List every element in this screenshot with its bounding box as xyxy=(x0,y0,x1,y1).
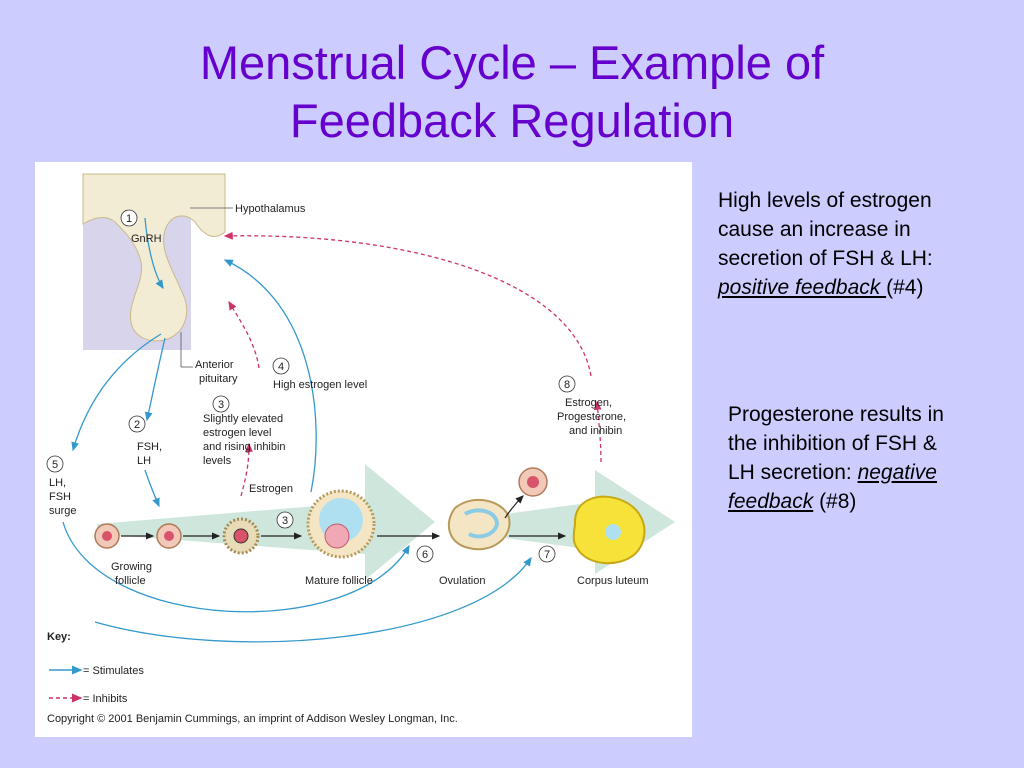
step-marker-8: 8 xyxy=(558,375,576,393)
step-marker-4: 4 xyxy=(272,357,290,375)
key-inhibits-label: = Inhibits xyxy=(83,693,128,705)
label-slightly-3: and rising inhibin xyxy=(203,441,286,453)
positive-line-3: secretion of FSH & LH: xyxy=(718,247,933,270)
label-lh-surge-1: LH, xyxy=(49,477,66,489)
svg-text:3: 3 xyxy=(282,515,288,527)
label-ovulation: Ovulation xyxy=(439,575,485,587)
slide-title: Menstrual Cycle – Example of Feedback Re… xyxy=(0,34,1024,150)
svg-text:2: 2 xyxy=(134,419,140,431)
label-slightly-2: estrogen level xyxy=(203,427,272,439)
svg-text:8: 8 xyxy=(564,379,570,391)
positive-line-2: cause an increase in xyxy=(718,218,911,241)
negative-line-2: the inhibition of FSH & xyxy=(728,432,937,455)
svg-text:4: 4 xyxy=(278,361,284,373)
step-marker-2: 2 xyxy=(128,415,146,433)
step-marker-7: 7 xyxy=(538,545,556,563)
label-slightly-1: Slightly elevated xyxy=(203,413,283,425)
key-stimulates-label: = Stimulates xyxy=(83,665,144,677)
key-title: Key: xyxy=(47,631,71,643)
positive-line-1: High levels of estrogen xyxy=(718,189,932,212)
label-corpus: Corpus luteum xyxy=(577,575,649,587)
diagram-svg: 1 2 3 4 5 6 7 8 xyxy=(46,173,675,725)
corpus-luteum xyxy=(572,495,646,565)
step-marker-6: 6 xyxy=(416,545,434,563)
svg-text:5: 5 xyxy=(52,459,58,471)
label-epi-3: and inhibin xyxy=(569,425,622,437)
label-growing-1: Growing xyxy=(111,561,152,573)
label-anterior-1: Anterior xyxy=(195,359,234,371)
ovulation-follicle xyxy=(447,498,511,551)
menstrual-cycle-figure: 1 2 3 4 5 6 7 8 xyxy=(35,162,692,737)
svg-text:3: 3 xyxy=(218,399,224,411)
label-mature: Mature follicle xyxy=(305,575,373,587)
svg-text:1: 1 xyxy=(126,213,132,225)
positive-feedback-note: High levels of estrogen cause an increas… xyxy=(718,186,1008,302)
label-gnrh: GnRH xyxy=(131,233,162,245)
label-lh-surge-2: FSH xyxy=(49,491,71,503)
negative-term-1: negative xyxy=(857,461,937,484)
growing-follicle-2 xyxy=(156,523,182,549)
label-growing-2: follicle xyxy=(115,575,146,587)
label-anterior-2: pituitary xyxy=(199,373,238,385)
step-marker-3b: 3 xyxy=(276,511,294,529)
step-marker-5: 5 xyxy=(46,455,64,473)
negative-line-4: feedback (#8) xyxy=(728,487,1018,516)
label-high-estrogen: High estrogen level xyxy=(273,379,367,391)
negative-line-3-text: LH secretion: xyxy=(728,461,858,484)
positive-line-4: positive feedback (#4) xyxy=(718,273,1008,302)
step-marker-1: 1 xyxy=(120,209,138,227)
label-hypothalamus: Hypothalamus xyxy=(235,203,306,215)
copyright: Copyright © 2001 Benjamin Cummings, an i… xyxy=(47,713,458,725)
mature-follicle xyxy=(306,489,376,559)
svg-text:6: 6 xyxy=(422,549,428,561)
title-line-1: Menstrual Cycle – Example of xyxy=(199,36,825,89)
positive-ref: (#4) xyxy=(886,276,924,299)
title-line-2: Feedback Regulation xyxy=(289,94,735,147)
growing-follicle-3 xyxy=(222,517,260,555)
growing-follicle-1 xyxy=(94,523,120,549)
positive-feedback-term: positive feedback xyxy=(718,276,887,299)
released-ovum xyxy=(518,467,548,497)
svg-text:7: 7 xyxy=(544,549,550,561)
negative-line-3: LH secretion: negative xyxy=(728,458,1018,487)
label-lh: LH xyxy=(137,455,151,467)
negative-feedback-note: Progesterone results in the inhibition o… xyxy=(728,400,1018,516)
label-fsh: FSH, xyxy=(137,441,162,453)
negative-line-1: Progesterone results in xyxy=(728,403,944,426)
label-epi-1: Estrogen, xyxy=(565,397,612,409)
label-slightly-4: levels xyxy=(203,455,232,467)
step-marker-3a: 3 xyxy=(212,395,230,413)
negative-term-2: feedback xyxy=(728,490,814,513)
label-epi-2: Progesterone, xyxy=(557,411,626,423)
label-lh-surge-3: surge xyxy=(49,505,77,517)
label-estrogen: Estrogen xyxy=(249,483,293,495)
negative-ref: (#8) xyxy=(813,490,857,513)
